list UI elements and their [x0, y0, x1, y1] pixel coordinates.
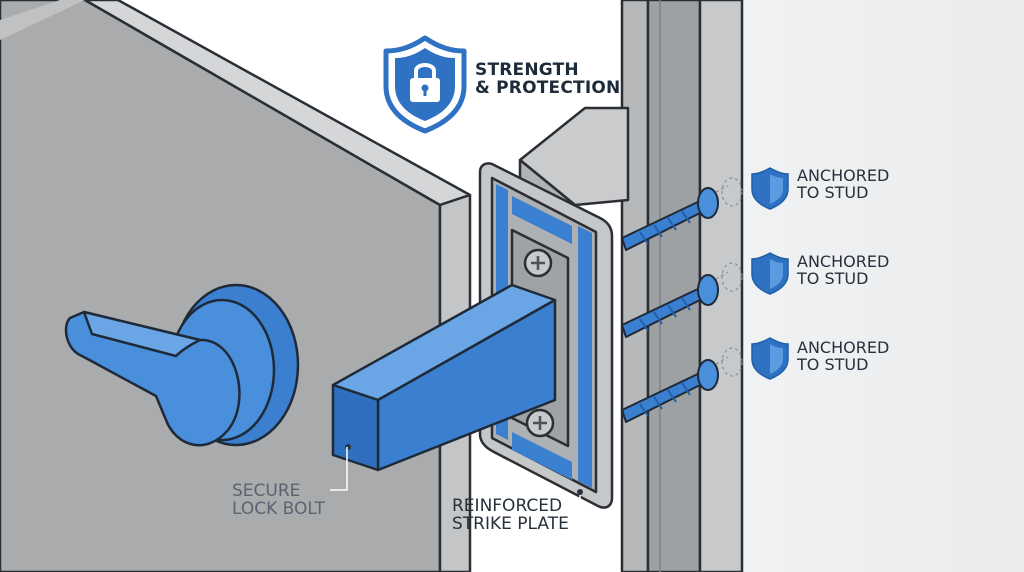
anchor-1-line-1: ANCHORED	[797, 166, 890, 185]
callout-lines	[330, 447, 581, 521]
strike-plate-label-2: STRIKE PLATE	[452, 513, 569, 534]
strike-callout-dot	[577, 489, 583, 495]
anchor-label-1: ANCHORED TO STUD	[797, 166, 890, 202]
screws	[621, 177, 743, 423]
door-frame	[620, 0, 744, 572]
strike-plate-callout: REINFORCED STRIKE PLATE	[452, 496, 569, 534]
anchor-2-line-1: ANCHORED	[797, 252, 890, 271]
shield-icon	[751, 337, 789, 380]
strike-plate-label-1: REINFORCED	[452, 496, 563, 516]
page-title: STRENGTH & PROTECTION	[475, 60, 621, 98]
lock-bolt-callout: SECURE LOCK BOLT	[232, 481, 325, 519]
shield-icon	[751, 252, 789, 295]
lock-bolt-label-1: SECURE	[232, 481, 301, 501]
anchor-label-2: ANCHORED TO STUD	[797, 252, 890, 288]
lock-bolt-label-2: LOCK BOLT	[232, 498, 325, 519]
shield-icon	[751, 167, 789, 210]
anchor-2-line-2: TO STUD	[797, 268, 869, 288]
door-handle	[64, 283, 300, 447]
title-line-1: STRENGTH	[475, 60, 579, 80]
title-line-2: & PROTECTION	[475, 77, 621, 98]
lock-bolt	[331, 283, 557, 472]
anchor-label-3: ANCHORED TO STUD	[797, 338, 890, 374]
anchor-3-line-1: ANCHORED	[797, 338, 890, 357]
shield-lock-icon	[383, 35, 467, 134]
anchor-3-line-2: TO STUD	[797, 354, 869, 374]
anchor-1-line-2: TO STUD	[797, 182, 869, 202]
